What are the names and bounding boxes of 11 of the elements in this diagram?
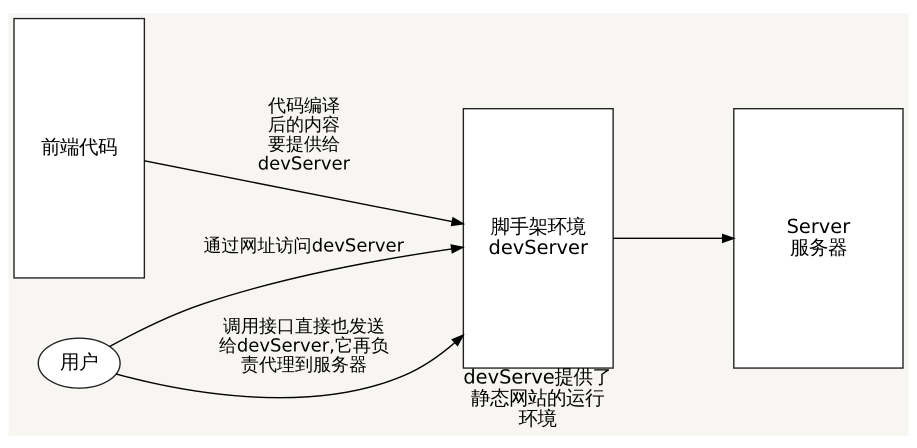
node-ellipse: 用户 — [38, 337, 121, 388]
edge-label: 通过网址访问devServer — [204, 234, 404, 256]
edge-label: 调用接口直接也发送给devServer,它再负责代理到服务器 — [218, 315, 389, 376]
node-box: 前端代码 — [13, 17, 146, 278]
edge-label: 代码编译后的内容要提供给devServer — [258, 94, 350, 174]
arrow — [613, 233, 736, 243]
arrow — [116, 333, 465, 398]
arrow — [144, 160, 466, 226]
arrow — [109, 244, 465, 347]
node-box: 脚手架环境 devServer — [462, 108, 614, 368]
node-box: Server 服务器 — [733, 108, 904, 368]
